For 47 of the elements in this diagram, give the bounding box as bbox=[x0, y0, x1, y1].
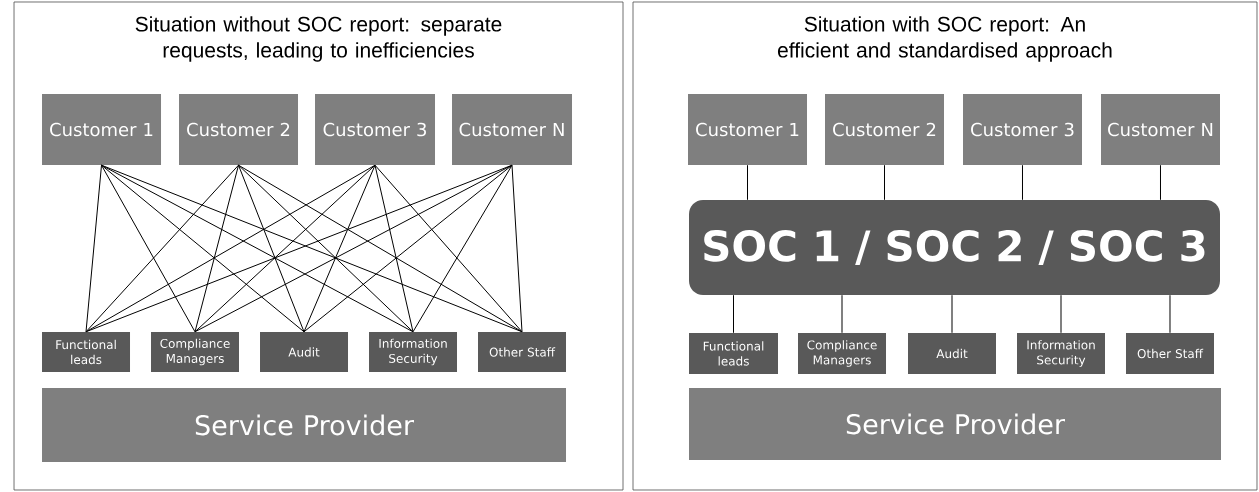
customer-box: Customer 3 bbox=[315, 94, 435, 165]
staff-box: Functional leads bbox=[42, 332, 130, 372]
connector-line bbox=[1169, 294, 1171, 334]
staff-box: Functional leads bbox=[689, 333, 778, 374]
provider-box: Service Provider bbox=[42, 388, 566, 462]
connector-line bbox=[747, 164, 748, 201]
connector-line bbox=[194, 164, 239, 333]
staff-box: Other Staff bbox=[1126, 333, 1214, 374]
customer-box: Customer 2 bbox=[825, 94, 944, 165]
staff-box: Information Security bbox=[369, 332, 457, 372]
connector-line bbox=[194, 164, 513, 333]
connector-line bbox=[412, 164, 513, 333]
connector-line bbox=[303, 164, 376, 333]
customer-box: Customer N bbox=[452, 94, 572, 165]
connector-line bbox=[101, 164, 414, 333]
connector-line bbox=[733, 294, 734, 334]
staff-box: Audit bbox=[908, 333, 996, 374]
customer-box: Customer 1 bbox=[688, 94, 807, 165]
customer-box: Customer 3 bbox=[963, 94, 1082, 165]
connector-line bbox=[374, 164, 523, 333]
connector-line bbox=[1060, 294, 1062, 334]
connector-line bbox=[85, 164, 102, 333]
connector-line bbox=[238, 164, 414, 333]
connector-line bbox=[238, 164, 305, 333]
connector-line bbox=[303, 164, 513, 333]
connector-line bbox=[1160, 164, 1161, 201]
connector-line bbox=[101, 164, 305, 333]
customer-box: Customer 2 bbox=[179, 94, 298, 165]
connector-line bbox=[1022, 164, 1023, 201]
connector-line bbox=[101, 164, 196, 333]
staff-box: Audit bbox=[260, 332, 348, 372]
connector-line bbox=[511, 164, 523, 333]
customer-box: Customer N bbox=[1101, 94, 1220, 165]
connector-line bbox=[85, 164, 239, 333]
staff-box: Compliance Managers bbox=[151, 332, 239, 372]
connector-line bbox=[884, 164, 885, 201]
staff-box: Other Staff bbox=[478, 332, 566, 372]
staff-box: Information Security bbox=[1017, 333, 1105, 374]
customer-box: Customer 1 bbox=[42, 94, 161, 165]
provider-box: Service Provider bbox=[689, 388, 1221, 460]
report-box: SOC 1 / SOC 2 / SOC 3 bbox=[689, 200, 1220, 295]
connector-line bbox=[194, 164, 376, 333]
connector-line bbox=[238, 164, 523, 333]
staff-box: Compliance Managers bbox=[798, 333, 886, 374]
connector-line bbox=[841, 294, 843, 334]
connector-line bbox=[951, 294, 953, 334]
connector-line bbox=[374, 164, 414, 333]
